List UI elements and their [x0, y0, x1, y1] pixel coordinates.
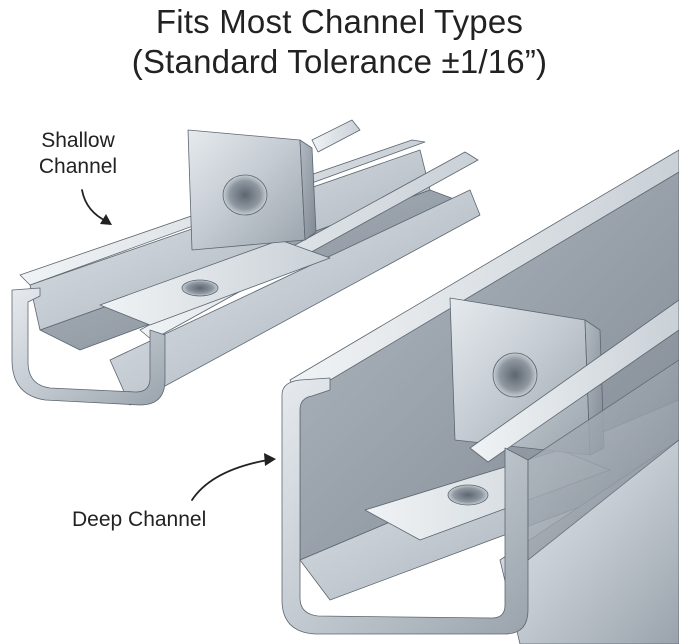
shallow-bracket-hole: [222, 174, 268, 216]
shallow-arrow-head: [100, 214, 112, 225]
deep-channel-label: Deep Channel: [72, 508, 207, 531]
shallow-nut-hole: [181, 279, 219, 297]
deep-channel: [281, 149, 679, 644]
shallow-channel-end-profile: [11, 287, 166, 406]
deep-arrow-head: [264, 453, 276, 466]
shallow-channel-front-wall: [109, 189, 481, 406]
deep-bracket-hole: [492, 352, 538, 398]
deep-channel-side-face: [527, 359, 679, 561]
deep-channel-end-profile: [281, 377, 529, 635]
deep-nut-hole: [447, 484, 489, 506]
shallow-rail-top: [311, 119, 361, 153]
shallow-channel-label: Shallow Channel: [28, 128, 128, 180]
deep-channel-front-lip: [469, 299, 679, 463]
deep-arrow: [191, 459, 269, 501]
title-line-2: (Standard Tolerance ±1/16”): [131, 43, 548, 80]
shallow-channel: [11, 119, 481, 406]
shallow-bracket-side: [299, 139, 317, 241]
shallow-channel-label-line-1: Shallow: [41, 129, 115, 152]
annotation-arrows: [81, 189, 276, 501]
title-line-1: Fits Most Channel Types: [155, 3, 524, 40]
shallow-nut-plate: [99, 239, 331, 326]
shallow-channel-label-line-2: Channel: [38, 155, 118, 178]
